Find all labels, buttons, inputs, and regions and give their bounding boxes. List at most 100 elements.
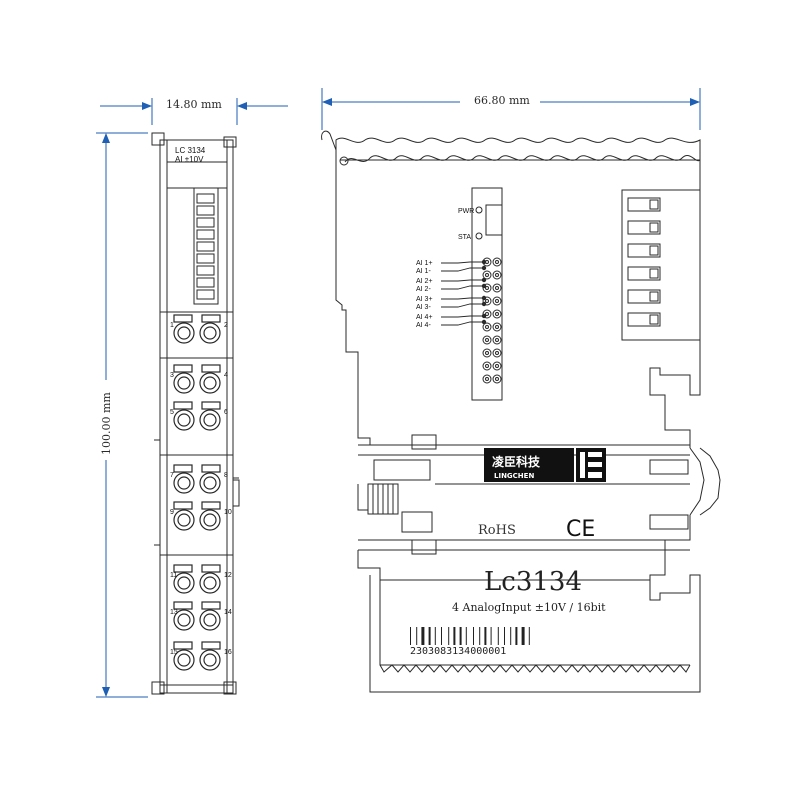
barcode-bar xyxy=(410,627,411,645)
terminal-number: 5 xyxy=(170,409,174,416)
board-hole xyxy=(492,283,502,293)
board-hole xyxy=(482,270,492,280)
terminal-pair xyxy=(173,501,221,531)
board-hole xyxy=(492,270,502,280)
channel-label-ai2n: AI 2- xyxy=(416,286,431,293)
terminal-number: 1 xyxy=(170,322,174,329)
channel-label-ai4n: AI 4- xyxy=(416,322,431,329)
dimension-label-height: 100.00 mm xyxy=(100,392,113,455)
side-view xyxy=(151,132,240,695)
board-hole xyxy=(492,335,502,345)
channel-label-ai2p: AI 2+ xyxy=(416,278,433,285)
channel-wire xyxy=(441,285,484,290)
board-hole xyxy=(492,348,502,358)
brand-english: LINGCHEN xyxy=(494,472,534,480)
brand-plate xyxy=(484,448,574,482)
channel-label-ai3n: AI 3- xyxy=(416,304,431,311)
terminal-number: 11 xyxy=(170,572,177,579)
model-description: 4 AnalogInput ±10V / 16bit xyxy=(452,601,606,614)
board-hole xyxy=(482,322,492,332)
led-label-sta: STA xyxy=(458,234,471,241)
terminal-number: 4 xyxy=(224,372,228,379)
channel-wire xyxy=(441,315,484,318)
barcode-bar xyxy=(479,627,481,645)
serial-number: 2303083134000001 xyxy=(410,646,506,657)
terminal-number: 3 xyxy=(170,372,174,379)
side-range-label: AI ±10V xyxy=(175,155,204,164)
terminal-number: 10 xyxy=(224,509,232,516)
barcode-bar xyxy=(416,627,418,645)
terminal-pair xyxy=(173,314,221,344)
board-hole xyxy=(492,257,502,267)
board-hole xyxy=(492,296,502,306)
side-switch-stack xyxy=(196,193,215,300)
barcode-bar xyxy=(484,627,487,645)
terminal-number: 16 xyxy=(224,649,232,656)
board-hole xyxy=(482,309,492,319)
channel-wire xyxy=(441,297,484,300)
barcode-bar xyxy=(459,627,462,645)
channel-label-ai4p: AI 4+ xyxy=(416,314,433,321)
barcode-bar xyxy=(465,627,467,645)
barcode-bar xyxy=(441,627,442,645)
channel-wire xyxy=(441,303,484,308)
sta-led-icon xyxy=(475,232,483,240)
terminal-number: 8 xyxy=(224,472,228,479)
barcode-bar xyxy=(434,627,436,645)
channel-label-ai1p: AI 1+ xyxy=(416,260,433,267)
board-hole xyxy=(482,296,492,306)
barcode-bar xyxy=(428,627,431,645)
board-hole xyxy=(482,348,492,358)
dimension-label-width-front: 66.80 mm xyxy=(474,94,530,107)
channel-wire xyxy=(441,279,484,282)
led-label-pwr: PWR xyxy=(458,208,474,215)
terminal-pair xyxy=(173,641,221,671)
terminal-number: 13 xyxy=(170,609,178,616)
board-hole xyxy=(482,374,492,384)
terminal-pair xyxy=(173,564,221,594)
rohs-label: RoHS xyxy=(478,523,516,538)
channel-label-ai1n: AI 1- xyxy=(416,268,431,275)
terminal-number: 6 xyxy=(224,409,228,416)
connector-board-holes xyxy=(482,257,502,384)
board-hole xyxy=(482,335,492,345)
pwr-led-icon xyxy=(475,206,483,214)
barcode-bar xyxy=(515,627,518,645)
board-hole xyxy=(482,257,492,267)
front-view xyxy=(321,130,721,693)
terminal-number: 12 xyxy=(224,572,232,579)
terminal-number: 9 xyxy=(170,509,174,516)
board-hole xyxy=(492,322,502,332)
channel-wire xyxy=(441,261,484,264)
front-switch-stack xyxy=(627,197,661,327)
barcode-bar xyxy=(421,627,425,645)
channel-label-ai3p: AI 3+ xyxy=(416,296,433,303)
barcode-bar xyxy=(473,627,474,645)
barcode-bar xyxy=(453,627,456,645)
dimension-width-front xyxy=(321,88,701,130)
barcode xyxy=(410,627,530,645)
terminal-pair xyxy=(173,401,221,431)
dimension-label-width-side: 14.80 mm xyxy=(166,98,222,111)
board-hole xyxy=(492,309,502,319)
barcode-bar xyxy=(510,627,512,645)
barcode-bar xyxy=(448,627,450,645)
terminal-number: 2 xyxy=(224,322,228,329)
barcode-bar xyxy=(490,627,492,645)
board-hole xyxy=(482,283,492,293)
barcode-bar xyxy=(528,627,530,645)
terminal-pair xyxy=(173,364,221,394)
channel-wire xyxy=(441,267,484,272)
terminal-pair xyxy=(173,601,221,631)
board-hole xyxy=(492,361,502,371)
barcode-bar xyxy=(521,627,525,645)
terminal-number: 7 xyxy=(170,472,174,479)
terminal-number: 14 xyxy=(224,609,232,616)
ce-mark-icon: CE xyxy=(566,517,595,542)
model-name: Lc3134 xyxy=(484,567,582,597)
channel-wire xyxy=(441,321,484,326)
brand-chinese: 凌臣科技 xyxy=(492,454,541,469)
terminal-number: 15 xyxy=(170,649,178,656)
barcode-bar xyxy=(497,627,499,645)
